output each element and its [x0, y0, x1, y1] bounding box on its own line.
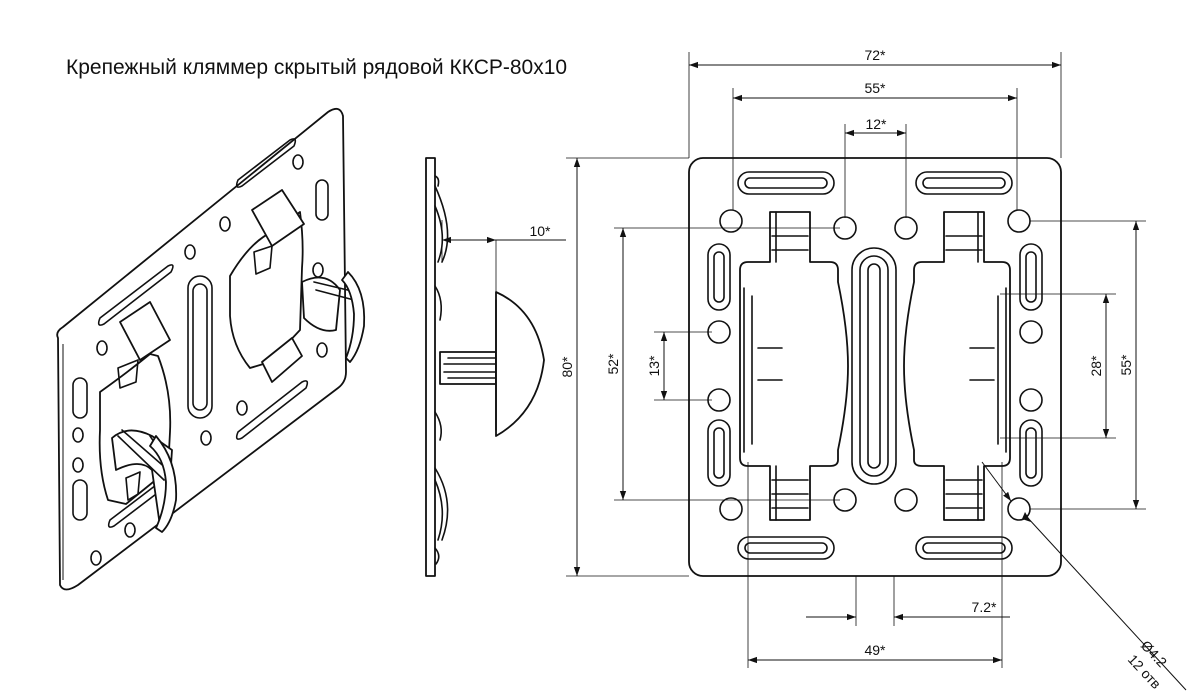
side-clip-body: [439, 351, 497, 385]
dim-thickness: 10*: [529, 223, 551, 239]
dim-hole-pitch: 13*: [646, 355, 662, 377]
iso-plate: [56, 107, 347, 591]
iso-clips: [149, 271, 366, 533]
dim-bottom-span: 49*: [864, 642, 886, 658]
front-view: 72* 55* 12* 80* 52* 13* 28*: [559, 47, 1187, 692]
front-right-clip: [903, 211, 1011, 521]
front-left-clip: [739, 211, 849, 521]
dim-vertical-span: 55*: [1118, 354, 1134, 376]
front-holes: [707, 209, 1043, 521]
front-slots: [707, 171, 1043, 560]
side-view: 10*: [425, 157, 566, 577]
dim-bottom-offset: 7.2*: [972, 599, 997, 615]
side-clip-head: [495, 291, 545, 437]
dim-center-holes: 12*: [865, 116, 887, 132]
iso-holes: [72, 154, 328, 566]
dim-height-total: 80*: [559, 356, 575, 378]
dim-width-total: 72*: [864, 47, 886, 63]
dim-vertical-holes: 28*: [1088, 355, 1104, 377]
drawing-title: Крепежный кляммер скрытый рядовой ККСР-8…: [66, 56, 568, 79]
iso-right-cutout: [229, 189, 357, 383]
dim-slot-span: 55*: [864, 80, 886, 96]
dim-hole-rows: 52*: [605, 353, 621, 375]
isometric-view: [56, 107, 366, 591]
side-plate: [425, 157, 436, 577]
